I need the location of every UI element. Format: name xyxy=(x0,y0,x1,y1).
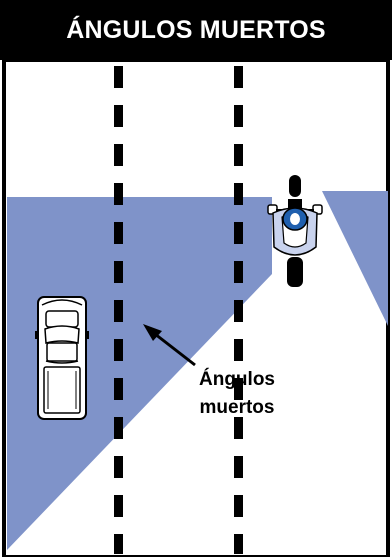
blind-spot-label-line1: Ángulos xyxy=(199,369,275,390)
blind-spot-label-line2: muertos xyxy=(199,397,275,418)
motorcycle-icon xyxy=(267,175,323,287)
lane-marking-center xyxy=(234,66,243,554)
blind-spot-label: Ángulos muertos xyxy=(172,366,302,422)
road-scene xyxy=(2,60,390,557)
blind-spot-right-area xyxy=(322,191,388,326)
lane-marking-left xyxy=(114,66,123,554)
page-title: ÁNGULOS MUERTOS xyxy=(0,0,392,60)
blind-spot-left-area xyxy=(7,197,272,550)
car-icon xyxy=(35,296,89,420)
arrow-icon xyxy=(143,324,196,367)
